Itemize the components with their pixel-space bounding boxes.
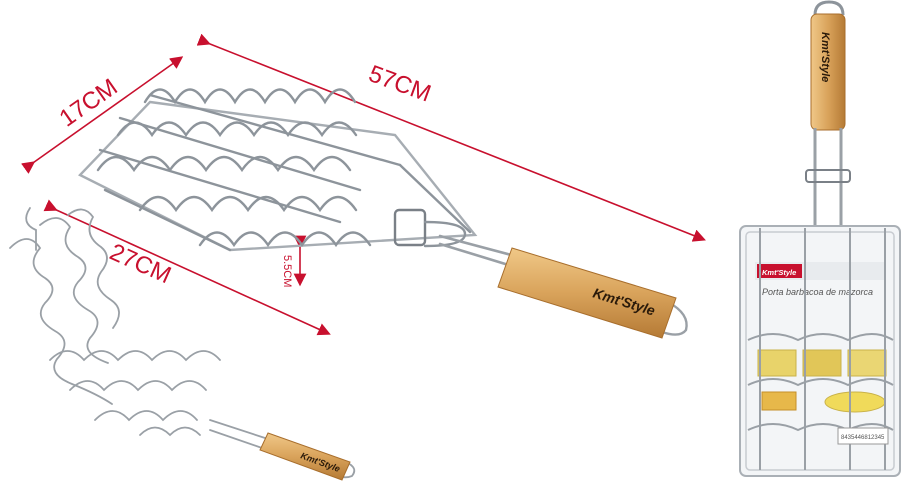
length-dimension-line bbox=[196, 33, 706, 242]
width-dimension-line bbox=[21, 56, 184, 174]
packaged-product: Kmt'Style Kmt'Style Porta barbacoa de ma… bbox=[739, 0, 901, 477]
basket-length-label: 27CM bbox=[106, 239, 175, 290]
package-barcode-text: 8435446812345 bbox=[841, 435, 885, 441]
open-corn-basket bbox=[9, 207, 356, 479]
package-header: Porta barbacoa de mazorca bbox=[762, 287, 873, 297]
small-wooden-handle: Kmt'Style bbox=[259, 432, 351, 481]
gap-label: 5.5CM bbox=[281, 255, 293, 287]
length-label: 57CM bbox=[365, 60, 434, 107]
corn-photo-3 bbox=[847, 349, 887, 377]
corn-photo-1 bbox=[757, 349, 797, 377]
corn-photo-4 bbox=[761, 391, 797, 411]
corn-photo-5 bbox=[824, 391, 886, 413]
package-tag: Kmt'Style bbox=[762, 268, 796, 277]
package-handle-brand: Kmt'Style bbox=[819, 32, 831, 82]
basket-length-dimension-line bbox=[43, 199, 331, 336]
main-corn-basket bbox=[78, 88, 688, 336]
main-wooden-handle: Kmt'Style bbox=[497, 247, 677, 339]
corn-photo-2 bbox=[802, 349, 842, 377]
